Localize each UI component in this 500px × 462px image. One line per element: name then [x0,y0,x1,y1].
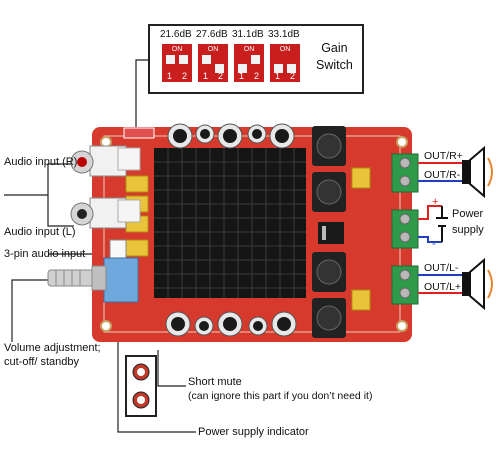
label-power-line2: supply [452,224,484,236]
dip-number: 2 [289,71,295,81]
label-out-l-minus: OUT/L- [424,262,459,274]
dip-knob [202,55,211,64]
gain-title-line2: Switch [316,58,353,72]
label-audio-input-r: Audio input (R) [4,156,78,168]
inductors [312,126,346,338]
dip-knob [166,55,175,64]
speaker-icon-right [462,145,493,199]
dip-number: 1 [166,71,172,81]
heatsink-fins [154,148,306,298]
potentiometer [47,257,139,303]
diode-band [322,226,326,240]
dip-on-label: ON [243,46,255,53]
speaker-wires [418,162,462,294]
power-wires [418,205,448,243]
gain-level-2: 27.6dB [196,29,228,40]
board-dip-switch [123,127,155,139]
mounting-hole [100,320,112,332]
gain-level-3: 31.1dB [232,29,264,40]
label-out-l-plus: OUT/L+ [424,281,462,293]
dip-knob [238,64,247,73]
short-mute-leader [157,350,186,387]
label-short-mute: Short mute [188,376,242,388]
label-out-r-minus: OUT/R- [424,169,461,181]
label-three-pin-input: 3-pin audio input [4,248,86,260]
heatsink [154,148,306,298]
dip-knob [274,64,283,73]
diode-chip [318,222,344,244]
screw-terminals [391,153,419,305]
dip-on-label: ON [171,46,183,53]
dip-number: 2 [217,71,223,81]
dip-number: 1 [274,71,280,81]
label-minus-sign: - [432,238,436,250]
gain-title-line1: Gain [321,41,348,55]
label-power-line1: Power [452,208,484,220]
dip-number: 1 [238,71,244,81]
label-plus-sign: + [432,196,439,208]
label-volume-line2: cut-off/ standby [4,356,80,368]
gain-level-1: 21.6dB [160,29,192,40]
audio-input-bracket [47,163,74,227]
dip-number: 2 [253,71,259,81]
dip-on-label: ON [207,46,219,53]
capacitors-top [167,123,295,149]
dip-knob [287,64,296,73]
dip-number: 2 [181,71,187,81]
dip-number: 1 [202,71,208,81]
mounting-hole [396,320,408,332]
label-out-r-plus: OUT/R+ [424,150,463,162]
gain-leader-line [135,59,148,128]
capacitors-bottom [165,311,297,337]
gain-switch-title: Gain Switch [316,40,353,74]
label-power-indicator: Power supply indicator [198,426,309,438]
dip-on-label: ON [279,46,291,53]
gain-level-4: 33.1dB [268,29,300,40]
dip-knob [179,55,188,64]
dip-knob [251,55,260,64]
speaker-icon-left [462,257,493,311]
rca-jack-r [70,145,141,177]
rca-jack-l [70,197,141,229]
label-volume-line1: Volume adjustment; [4,342,101,354]
label-audio-input-l: Audio input (L) [4,226,76,238]
label-short-mute-note: (can ignore this part if you don’t need … [188,390,373,402]
film-capacitors [125,167,371,311]
dip-knob [215,64,224,73]
mounting-hole [396,136,408,148]
